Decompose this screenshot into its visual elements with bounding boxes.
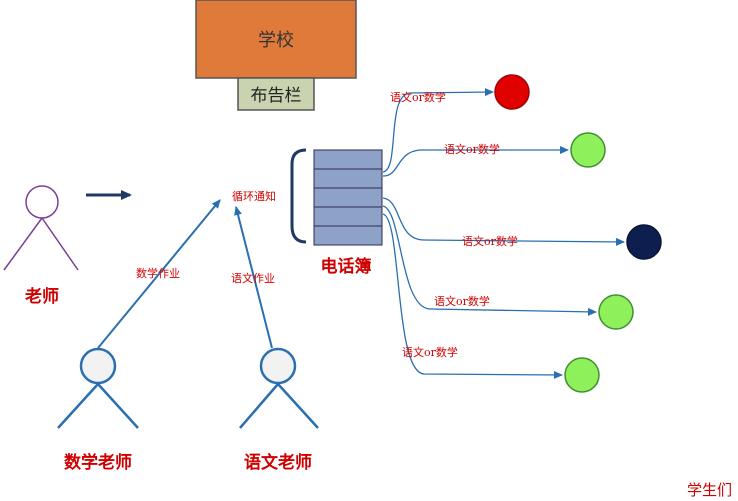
phonebook-cell: [313, 187, 383, 208]
phonebook-cell: [313, 225, 383, 246]
math-teacher-head: [79, 347, 117, 385]
teacher-head: [25, 185, 59, 219]
phonebook: [313, 149, 383, 246]
notify-arrow: [382, 197, 625, 246]
chinese-teacher-head: [259, 347, 297, 385]
chinese-teacher-figure: 语文老师: [239, 347, 319, 473]
math-homework-label: 数学作业: [136, 266, 180, 280]
notify-arrow: [382, 205, 597, 316]
loop-notify-label: 循环通知: [232, 189, 276, 203]
phonebook-cell: [313, 206, 383, 227]
math-teacher-figure: 数学老师: [57, 347, 139, 473]
notify-label: 语文or数学: [402, 345, 458, 359]
math-teacher-label: 数学老师: [64, 452, 132, 473]
phonebook-label: 电话簿: [321, 256, 372, 277]
notify-label: 语文or数学: [390, 90, 446, 104]
notify-label: 语文or数学: [444, 142, 500, 156]
notify-arrow: [382, 213, 563, 379]
bracket: [290, 148, 307, 244]
school-box: 学校: [195, 0, 357, 79]
chinese-teacher-label: 语文老师: [244, 452, 312, 473]
bulletin-board: 布告栏: [237, 77, 315, 111]
phonebook-cell: [313, 149, 383, 170]
notify-paths: [382, 88, 625, 379]
student-circle: [626, 224, 662, 260]
notify-arrow: [382, 146, 569, 177]
notify-label: 语文or数学: [462, 234, 518, 248]
math-homework-arrow: [97, 199, 221, 349]
teacher-label: 老师: [24, 286, 59, 307]
chinese-homework-arrow: [234, 206, 273, 349]
student-circle: [598, 294, 634, 330]
student-circle: [564, 357, 600, 393]
students: [494, 74, 662, 393]
student-circle: [494, 74, 530, 110]
student-circle: [570, 132, 606, 168]
bulletin-label: 布告栏: [251, 86, 302, 106]
chinese-homework-label: 语文作业: [231, 271, 275, 285]
students-label: 学生们: [687, 481, 732, 499]
school-label: 学校: [258, 30, 294, 51]
phonebook-cell: [313, 168, 383, 189]
notify-label: 语文or数学: [434, 294, 490, 308]
teacher-figure: 老师: [3, 185, 79, 307]
notify-arrow: [382, 88, 494, 173]
